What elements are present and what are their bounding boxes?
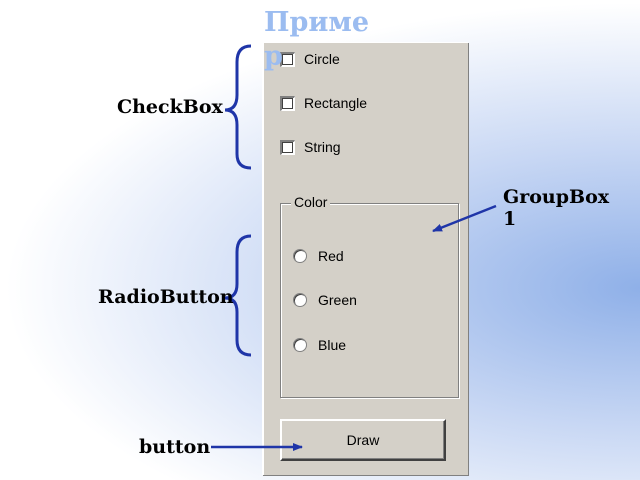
checkbox-label: Circle: [304, 51, 340, 67]
radio-circle[interactable]: [293, 338, 307, 352]
radio-label: Green: [318, 292, 357, 308]
radiobutton-brace: [224, 234, 252, 357]
groupbox-annotation: GroupBox1: [503, 186, 610, 230]
checkbox-box[interactable]: [280, 139, 295, 155]
radio-circle[interactable]: [293, 293, 307, 307]
radio-green[interactable]: Green: [293, 292, 357, 308]
checkbox-label: Rectangle: [304, 95, 368, 111]
draw-button[interactable]: Draw: [280, 419, 446, 461]
button-annotation: button: [139, 436, 211, 458]
form-window: Circle Rectangle String Color Red Green …: [262, 42, 468, 475]
checkbox-label: String: [304, 139, 341, 155]
checkbox-box[interactable]: [280, 51, 295, 67]
radio-label: Red: [318, 248, 344, 264]
groupbox-arrow: [432, 204, 497, 233]
checkbox-brace: [224, 44, 252, 170]
checkbox-circle[interactable]: Circle: [280, 51, 340, 67]
checkbox-annotation: CheckBox: [117, 96, 223, 118]
radio-blue[interactable]: Blue: [293, 337, 346, 353]
checkbox-rectangle[interactable]: Rectangle: [280, 95, 367, 111]
radio-circle[interactable]: [293, 249, 307, 263]
radiobutton-annotation: RadioButton: [98, 286, 234, 308]
color-groupbox: Color Red Green Blue: [280, 194, 459, 398]
checkbox-box[interactable]: [280, 95, 295, 111]
radio-red[interactable]: Red: [293, 248, 344, 264]
slide-title: Пример: [264, 7, 370, 72]
radio-label: Blue: [318, 337, 347, 353]
checkbox-string[interactable]: String: [280, 139, 341, 155]
groupbox-label: Color: [291, 194, 331, 210]
